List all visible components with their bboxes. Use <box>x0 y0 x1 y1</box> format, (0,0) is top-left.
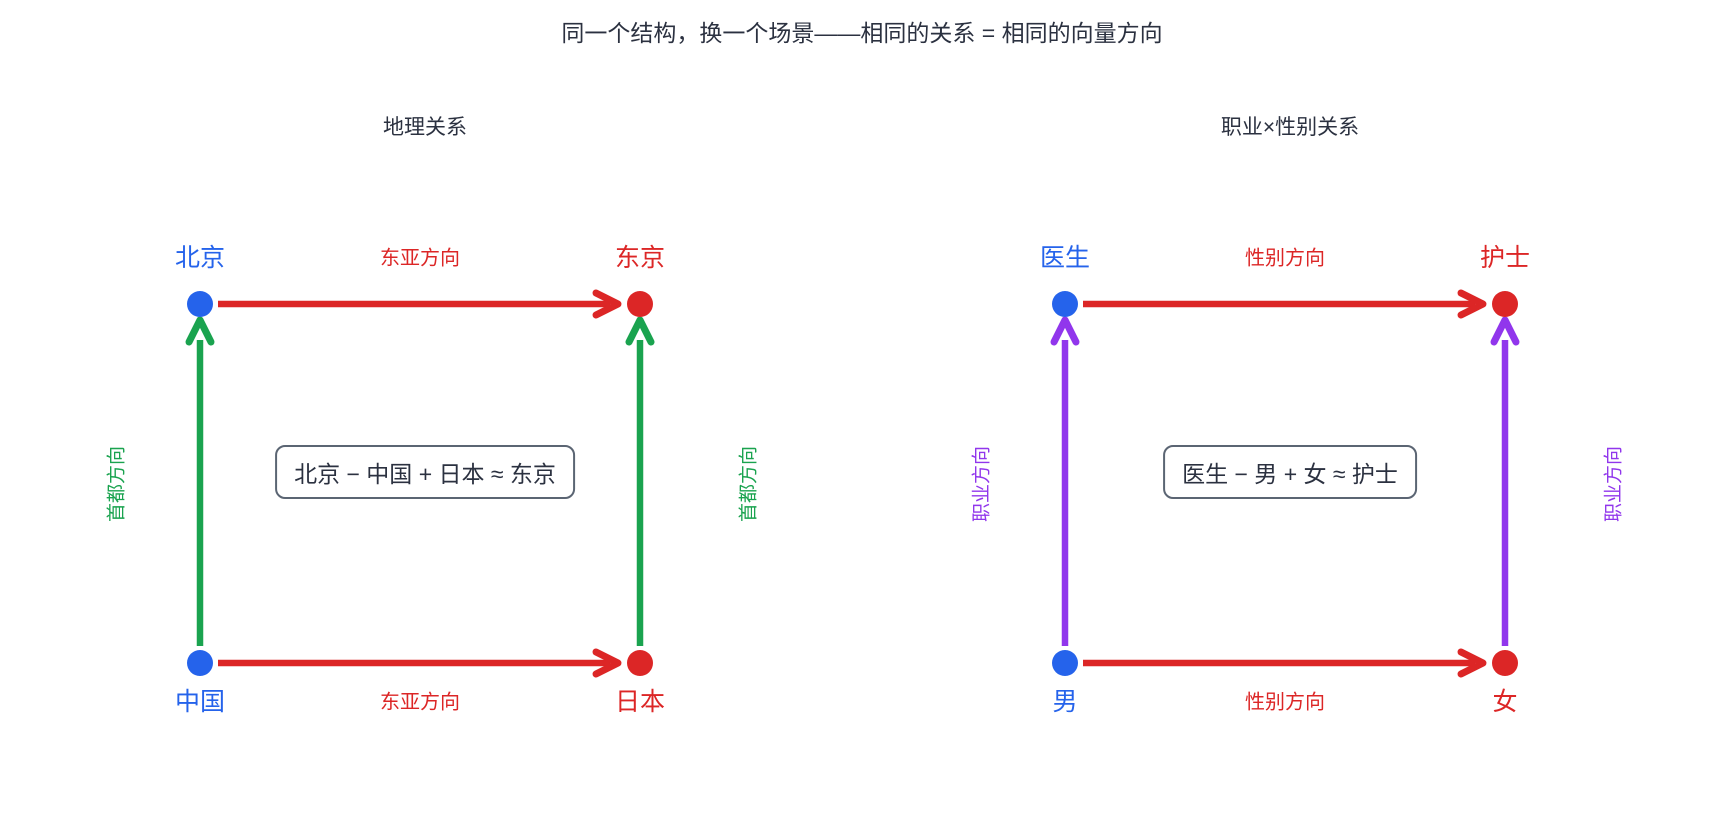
node-dot-top-right <box>627 291 653 317</box>
node-label-china: 中国 <box>174 688 226 716</box>
right-edge-label: 首都方向 <box>738 445 760 523</box>
node-dot-bottom-left <box>187 650 213 676</box>
node-dot-top-left <box>1052 291 1078 317</box>
bottom-edge-arrow <box>1083 648 1487 678</box>
geography-vector-diagram <box>185 289 655 678</box>
equation-box-occupation: 医生 − 男 + 女 ≈ 护士 <box>1163 445 1417 499</box>
node-label-tokyo: 东京 <box>614 244 666 272</box>
bottom-edge-arrow <box>218 648 622 678</box>
node-dot-top-right <box>1492 291 1518 317</box>
top-edge-arrow <box>218 289 622 319</box>
right-edge-arrow <box>1490 316 1520 646</box>
node-dot-top-left <box>187 291 213 317</box>
left-edge-label: 职业方向 <box>971 445 993 523</box>
equation-box-geography: 北京 − 中国 + 日本 ≈ 东京 <box>275 445 575 499</box>
node-label-male: 男 <box>1052 688 1078 716</box>
node-label-beijing: 北京 <box>174 244 226 272</box>
panel-geography: 地理关系 北京 东京 中国 日本 <box>60 60 760 760</box>
bottom-edge-label: 东亚方向 <box>380 691 460 714</box>
top-edge-label: 东亚方向 <box>380 247 460 270</box>
node-label-nurse: 护士 <box>1479 244 1531 272</box>
node-label-japan: 日本 <box>614 688 666 716</box>
occupation-vector-diagram <box>1050 289 1520 678</box>
bottom-edge-label: 性别方向 <box>1245 691 1325 714</box>
node-dot-bottom-right <box>627 650 653 676</box>
right-edge-arrow <box>625 316 655 646</box>
top-edge-arrow <box>1083 289 1487 319</box>
left-edge-arrow <box>185 316 215 646</box>
node-dot-bottom-right <box>1492 650 1518 676</box>
node-label-female: 女 <box>1492 688 1518 716</box>
left-edge-arrow <box>1050 316 1080 646</box>
panel-geography-subtitle: 地理关系 <box>383 116 467 139</box>
panel-occupation-gender: 职业×性别关系 医生 护士 男 <box>925 60 1625 760</box>
left-edge-label: 首都方向 <box>106 445 128 523</box>
node-dot-bottom-left <box>1052 650 1078 676</box>
node-label-doctor: 医生 <box>1039 244 1091 272</box>
top-edge-label: 性别方向 <box>1245 247 1325 270</box>
panel-occupation-subtitle: 职业×性别关系 <box>1220 116 1360 139</box>
figure-title: 同一个结构，换一个场景——相同的关系 = 相同的向量方向 <box>561 20 1163 46</box>
right-edge-label: 职业方向 <box>1603 445 1625 523</box>
